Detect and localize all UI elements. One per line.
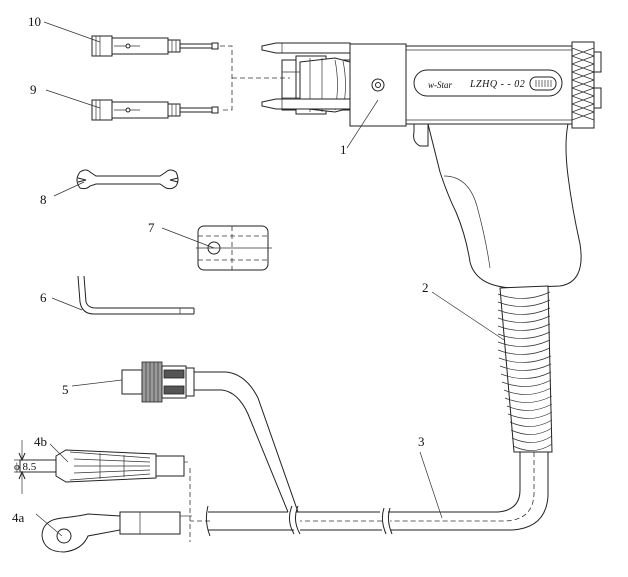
- gun-model: LZHQ - - 02: [469, 79, 525, 90]
- part-label-8: 8: [40, 192, 47, 207]
- spring-strain-relief: [497, 285, 553, 453]
- ring-lug: [41, 511, 192, 553]
- chuck-assembly-bracket: [220, 45, 290, 111]
- part-label-2: 2: [422, 280, 429, 295]
- aviation-connector: [121, 361, 195, 403]
- part-label-7: 7: [148, 220, 155, 235]
- part-label-9: 9: [30, 82, 37, 97]
- stud-chuck-9: [91, 99, 219, 121]
- gun-handle: [427, 123, 582, 289]
- ground-plug: [14, 440, 188, 494]
- part-label-10: 10: [28, 14, 41, 29]
- collet-block: [196, 225, 272, 271]
- part-label-4b: 4b: [34, 434, 47, 449]
- gun-front-chuck: [261, 42, 351, 115]
- stud-chuck-10: [91, 35, 219, 57]
- gun-rear-knurled-cap: [571, 41, 602, 129]
- part-label-3: 3: [418, 434, 425, 449]
- wrench: [76, 169, 179, 190]
- part-label-6: 6: [40, 290, 47, 305]
- main-cable: [296, 452, 549, 535]
- control-cable: [194, 371, 301, 535]
- hex-key: [77, 275, 195, 315]
- welding-gun: w-Star LZHQ - - 02: [261, 41, 602, 289]
- gun-trigger: [413, 123, 429, 147]
- part-label-5: 5: [62, 382, 69, 397]
- part-label-4a: 4a: [12, 510, 25, 525]
- gun-brand: w-Star: [428, 80, 453, 90]
- part-label-1: 1: [340, 142, 347, 157]
- gun-label-plate: [413, 69, 563, 97]
- plug-diameter-dimension: ϕ 8.5: [14, 461, 37, 473]
- ground-cable: [189, 468, 294, 542]
- leader-lines: [35, 21, 505, 537]
- gun-switch: [529, 76, 557, 91]
